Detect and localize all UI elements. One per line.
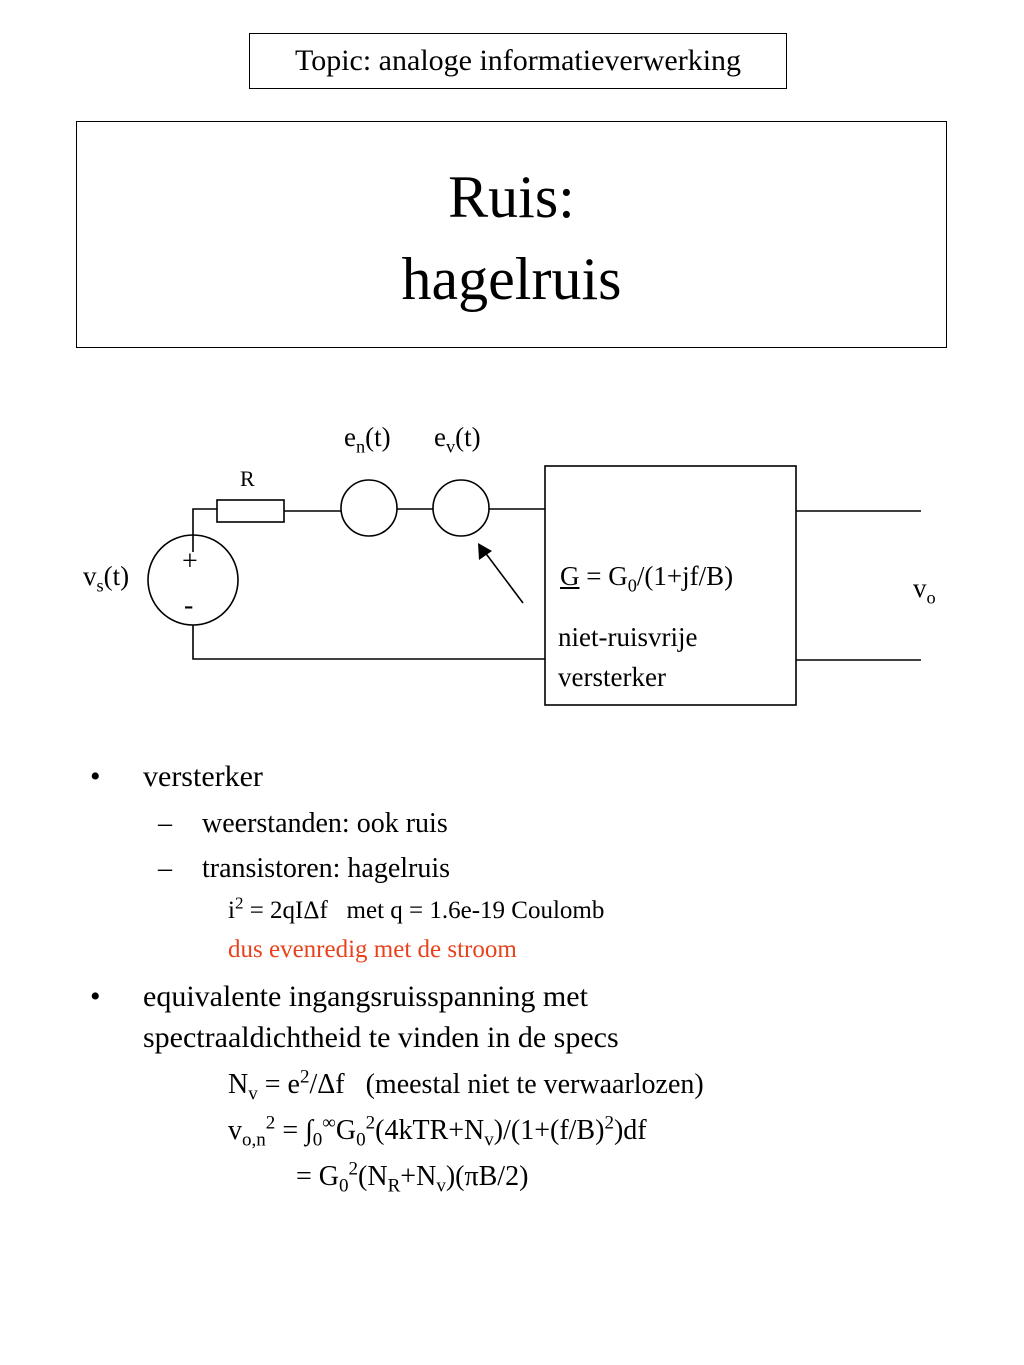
formula-nv: Nv = e2/Δf (meestal niet te verwaarlozen… — [228, 1066, 704, 1104]
circuit-diagram — [147, 465, 921, 706]
wire-bottom — [192, 625, 545, 660]
pointer-arrowhead — [478, 543, 492, 560]
gain-mid: = G — [579, 561, 628, 591]
gain-formula: G = G0/(1+jf/B) — [560, 561, 734, 596]
formula-von: vo,n2 = ∫0∞G02(4kTR+Nv)/(1+(f/B)2)df — [228, 1112, 647, 1150]
result-6: v — [436, 1175, 446, 1197]
en-label: en(t) — [344, 422, 391, 457]
ev-label-main: e — [434, 422, 446, 452]
amp-label-line-2: versterker — [558, 662, 666, 692]
topic-header: Topic: analoge informatieverwerking — [249, 33, 787, 89]
result-2: 2 — [348, 1158, 359, 1180]
result-0: = G — [296, 1161, 340, 1192]
ev-label-sub: v — [445, 436, 456, 457]
pointer-arrow — [483, 550, 524, 604]
von-4: 0 — [312, 1129, 323, 1151]
title-line-1: Ruis: — [448, 164, 575, 230]
bullet-1-text: versterker — [143, 760, 263, 793]
nv-4: /Δf (meestal niet te verwaarlozen) — [309, 1069, 704, 1100]
formula-result: = G02(NR+Nv)(πB/2) — [296, 1158, 529, 1196]
proportional-note: dus evenredig met de stroom — [228, 936, 517, 963]
von-6: G — [335, 1115, 357, 1146]
resistor — [216, 499, 285, 523]
von-7: 0 — [356, 1129, 366, 1151]
en-label-sub: n — [355, 436, 366, 457]
source-label: vs(t) — [83, 561, 130, 596]
bullet-marker-1: • — [90, 760, 101, 793]
result-4: R — [387, 1175, 401, 1197]
bullet-2-line-2: spectraaldichtheid te vinden in de specs — [143, 1021, 619, 1054]
von-0: v — [228, 1115, 242, 1146]
bullet-2-line-1: equivalente ingangsruisspanning met — [143, 980, 588, 1013]
en-label-main: e — [344, 422, 356, 452]
shot-noise-formula-b: = 2qIΔf met q = 1.6e-19 Coulomb — [243, 897, 605, 924]
result-1: 0 — [339, 1175, 349, 1197]
result-5: +N — [400, 1161, 437, 1192]
gain-rest: /(1+jf/B) — [636, 561, 734, 591]
von-12: 2 — [604, 1112, 614, 1134]
ev-label-suffix: (t) — [455, 422, 481, 452]
von-10: v — [484, 1129, 494, 1151]
amp-label-line-1: niet-ruisvrije — [558, 622, 698, 652]
plus-sign: + — [182, 546, 198, 577]
nv-1: v — [248, 1083, 258, 1105]
output-label: vo — [913, 573, 936, 608]
von-3: = ∫ — [275, 1115, 313, 1146]
title-box: Ruis: hagelruis — [76, 121, 947, 348]
gain-sub: 0 — [627, 575, 637, 596]
shot-noise-formula-sup: 2 — [234, 893, 244, 913]
von-9: (4kTR+N — [375, 1115, 485, 1146]
result-7: )(πB/2) — [445, 1161, 529, 1192]
von-13: )df — [613, 1115, 647, 1146]
sub-marker-1: – — [158, 808, 172, 839]
wire-source-top — [192, 508, 217, 552]
title-line-2: hagelruis — [401, 246, 622, 312]
noise-source-ev — [432, 479, 490, 537]
minus-sign: - — [184, 590, 194, 621]
von-5: ∞ — [322, 1112, 336, 1134]
en-label-suffix: (t) — [365, 422, 391, 452]
von-8: 2 — [365, 1112, 376, 1134]
sub-marker-2: – — [158, 853, 172, 884]
source-label-main: v — [83, 561, 97, 591]
von-1: o,n — [242, 1129, 266, 1151]
von-2: 2 — [265, 1112, 276, 1134]
shot-noise-formula-a: i — [228, 897, 235, 924]
output-label-main: v — [913, 573, 927, 603]
shot-noise-formula: i2 = 2qIΔf met q = 1.6e-19 Coulomb — [228, 893, 605, 925]
amplifier-box — [544, 465, 797, 706]
sub-bullet-2-text: transistoren: hagelruis — [202, 853, 451, 884]
nv-3: 2 — [299, 1066, 310, 1088]
von-11: )/(1+(f/B) — [493, 1115, 605, 1146]
bullet-marker-2: • — [90, 980, 101, 1013]
source-label-sub: s — [96, 575, 104, 596]
output-label-sub: o — [926, 587, 936, 608]
ev-label: ev(t) — [434, 422, 481, 457]
sub-bullet-1-text: weerstanden: ook ruis — [202, 808, 448, 839]
resistor-label: R — [240, 466, 255, 491]
nv-2: = e — [257, 1069, 300, 1100]
nv-0: N — [228, 1069, 249, 1100]
source-label-suffix: (t) — [103, 561, 130, 591]
gain-symbol: G — [560, 561, 580, 591]
result-3: (N — [358, 1161, 388, 1192]
noise-source-en — [340, 479, 398, 537]
